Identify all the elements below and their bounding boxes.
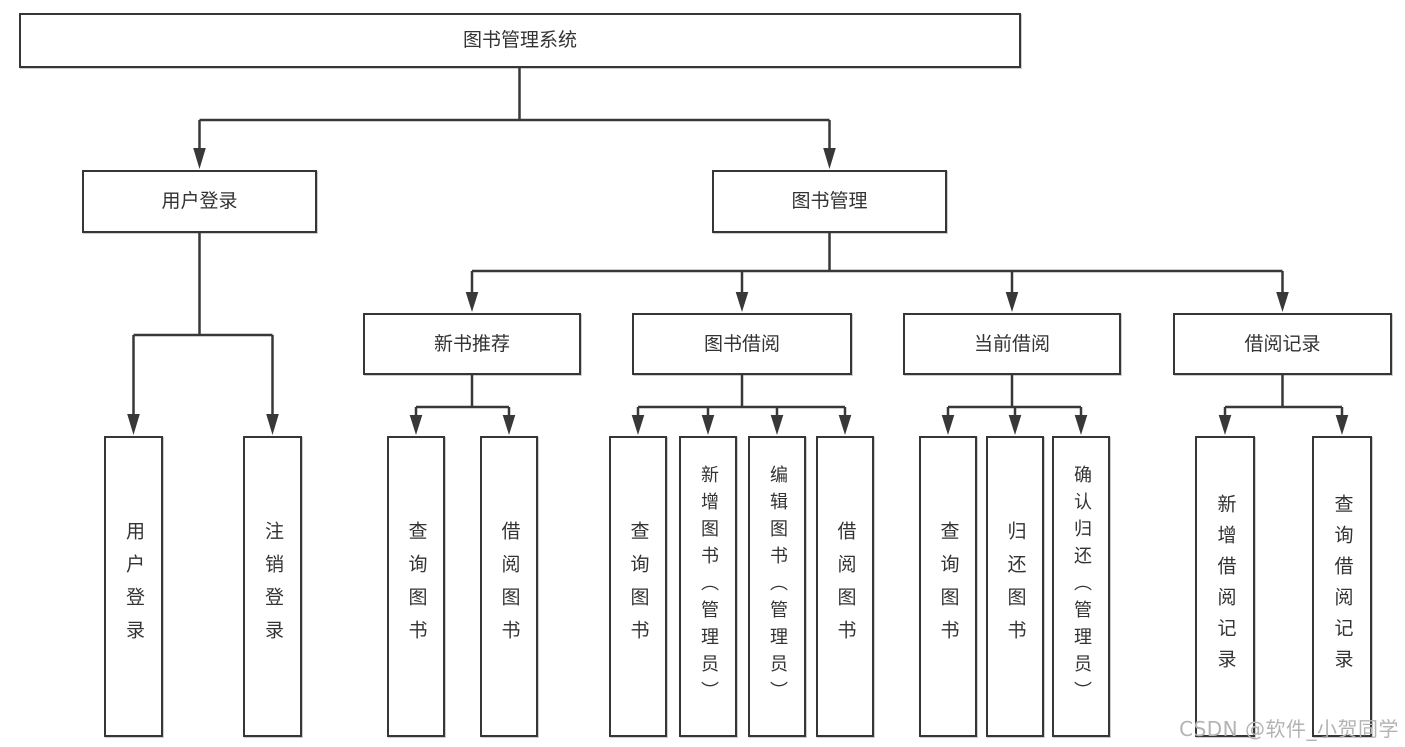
arrowhead [127, 414, 140, 435]
node-current-borrow: 当前借阅 [903, 313, 1121, 375]
node-borrow-records-label: 借阅记录 [1244, 332, 1321, 355]
connector-line [198, 68, 831, 150]
leaf-current-query-books-label: 查询图书 [937, 520, 960, 653]
arrowhead [631, 415, 645, 435]
leaf-add-book-admin-label: 新增图书（管理员） [698, 465, 719, 708]
connector-line [636, 375, 847, 418]
connector-line [414, 375, 511, 418]
connector-line [132, 233, 274, 417]
arrowhead [193, 148, 206, 169]
node-user-login: 用户登录 [82, 170, 317, 233]
node-current-borrow-label: 当前借阅 [973, 332, 1050, 355]
arrowhead [1276, 292, 1289, 312]
node-borrow-records: 借阅记录 [1173, 313, 1392, 375]
leaf-user-login: 用户登录 [104, 436, 163, 737]
leaf-confirm-return-admin-label: 确认归还（管理员） [1071, 465, 1092, 708]
leaf-borrow-books: 借阅图书 [816, 436, 874, 737]
node-new-book-recommend-label: 新书推荐 [433, 332, 510, 355]
watermark: CSDN @软件_小贺同学 [1179, 717, 1399, 741]
arrowhead [1008, 415, 1022, 435]
connector-root-to-level2 [193, 68, 836, 169]
arrowhead [770, 415, 784, 435]
node-book-manage-label: 图书管理 [791, 190, 868, 212]
arrowhead [409, 415, 423, 435]
leaf-borrow-books-label: 借阅图书 [834, 520, 857, 653]
leaf-logout: 注销登录 [243, 436, 302, 737]
leaf-add-borrow-record: 新增借阅记录 [1195, 436, 1255, 737]
connector-line [946, 375, 1083, 418]
leaf-add-borrow-record-label: 新增借阅记录 [1214, 493, 1237, 680]
arrowhead [701, 415, 715, 435]
leaf-borrow-query-books: 查询图书 [609, 436, 667, 737]
leaf-return-book: 归还图书 [986, 436, 1044, 737]
leaf-recommend-query-books-label: 查询图书 [405, 520, 428, 653]
arrowhead [823, 148, 836, 169]
connector-current-to-leaves [941, 375, 1088, 435]
leaf-recommend-borrow-books-label: 借阅图书 [498, 520, 521, 653]
connector-borrow-to-leaves [631, 375, 852, 435]
connector-line [470, 233, 1284, 294]
leaf-recommend-borrow-books: 借阅图书 [480, 436, 538, 737]
leaf-confirm-return-admin: 确认归还（管理员） [1052, 436, 1110, 737]
leaf-borrow-query-books-label: 查询图书 [627, 520, 650, 653]
leaf-recommend-query-books: 查询图书 [387, 436, 445, 737]
leaf-edit-book-admin-label: 编辑图书（管理员） [767, 465, 788, 708]
arrowhead [1005, 292, 1019, 312]
arrowhead [465, 292, 479, 312]
node-book-manage: 图书管理 [712, 170, 947, 233]
connector-manage-to-level3 [465, 233, 1289, 312]
leaf-return-book-label: 归还图书 [1004, 520, 1027, 653]
node-root-label: 图书管理系统 [462, 29, 577, 51]
arrowhead [735, 292, 749, 312]
arrowhead [1218, 415, 1232, 435]
arrowhead [1074, 415, 1088, 435]
arrowhead [1335, 415, 1349, 435]
connector-records-to-leaves [1218, 375, 1349, 435]
leaf-current-query-books: 查询图书 [919, 436, 977, 737]
connector-recommend-to-leaves [409, 375, 516, 435]
leaf-logout-label: 注销登录 [262, 520, 284, 653]
leaf-user-login-label: 用户登录 [123, 520, 145, 653]
node-root: 图书管理系统 [19, 13, 1021, 68]
arrowhead [266, 414, 279, 435]
arrowhead [502, 415, 516, 435]
arrowhead [941, 415, 955, 435]
leaf-add-book-admin: 新增图书（管理员） [679, 436, 737, 737]
node-new-book-recommend: 新书推荐 [363, 313, 581, 375]
leaf-query-borrow-record-label: 查询借阅记录 [1331, 493, 1354, 680]
connector-login-to-leaves [127, 233, 279, 435]
node-user-login-label: 用户登录 [161, 190, 238, 212]
node-book-borrow-label: 图书借阅 [703, 332, 780, 355]
arrowhead [838, 415, 852, 435]
node-book-borrow: 图书借阅 [632, 313, 852, 375]
leaf-query-borrow-record: 查询借阅记录 [1312, 436, 1372, 737]
leaf-edit-book-admin: 编辑图书（管理员） [748, 436, 806, 737]
connector-line [1223, 375, 1344, 418]
